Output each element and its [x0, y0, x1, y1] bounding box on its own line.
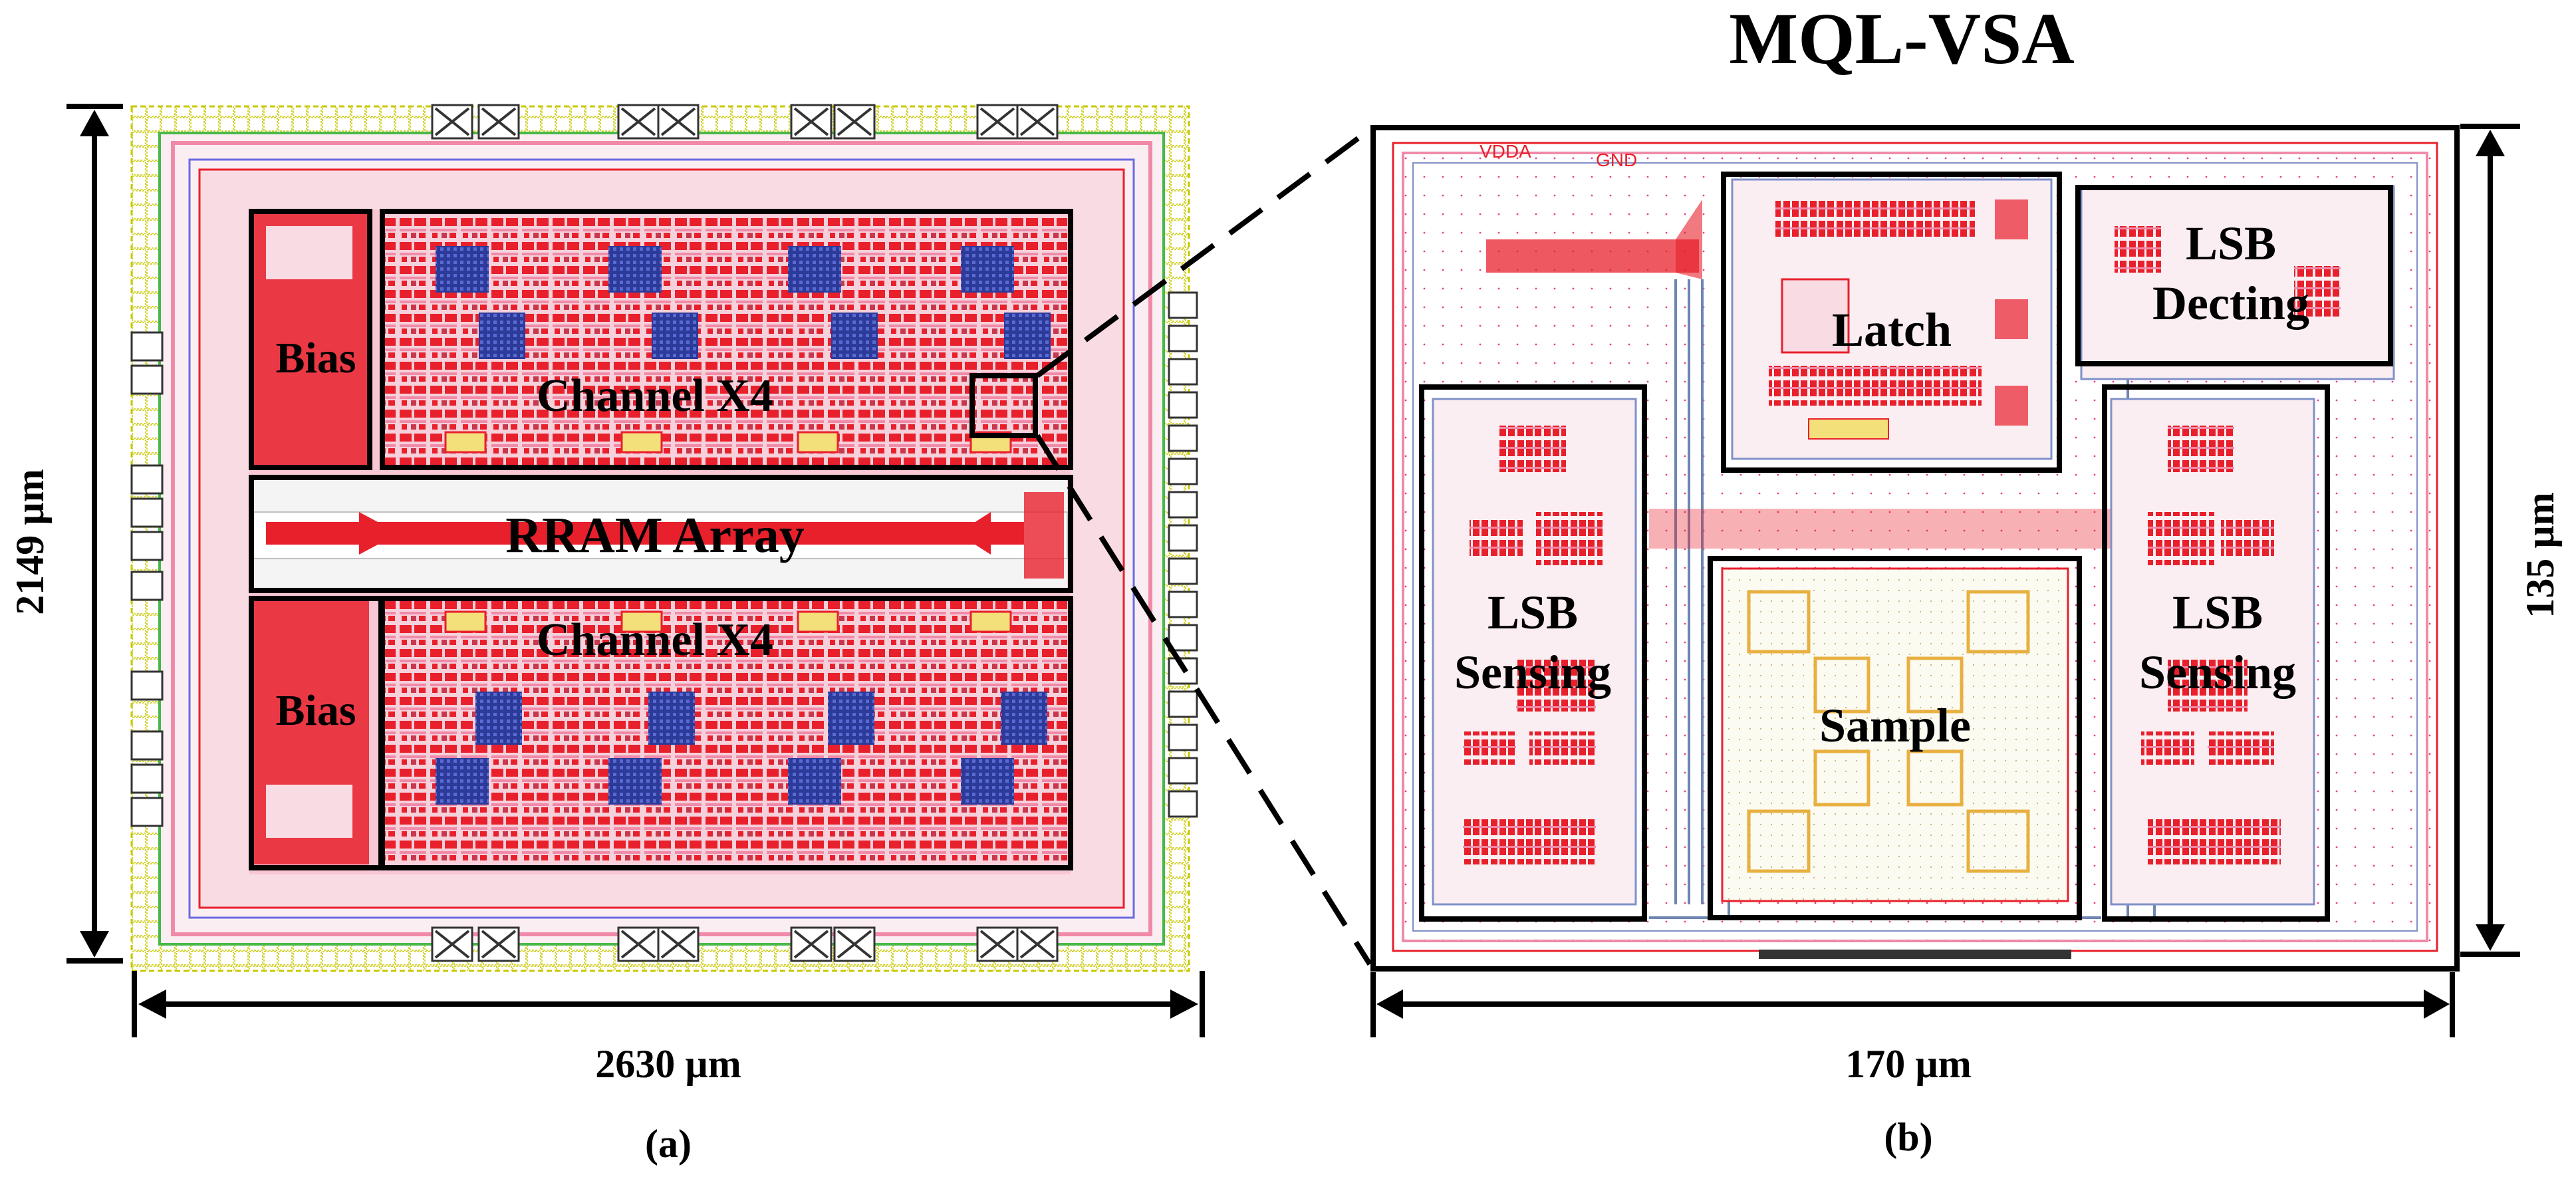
vsa-height-label: 135 µm: [2518, 492, 2562, 618]
lsb-decting-label-line1: LSB: [2186, 217, 2276, 270]
chip-width-label: 2630 µm: [595, 1042, 741, 1086]
lsb-sensing-right-label-line2: Sensing: [2139, 646, 2296, 699]
channel-bottom-blue-blocks: [436, 610, 1047, 805]
bottom-pad-row: [431, 926, 1059, 962]
top-pad-row: [431, 104, 1059, 140]
vsa-block-outlines: [1419, 172, 2393, 922]
panel-a-dimensions: [66, 104, 1205, 1037]
left-pad-column: [130, 331, 164, 827]
figure-title: MQL-VSA: [1729, 0, 2074, 79]
channel-top-blue-blocks: [436, 246, 1051, 454]
zoom-lines: [1035, 127, 1372, 966]
lsb-sensing-left-label-line2: Sensing: [1454, 646, 1611, 699]
panel-b-dimensions: [1370, 124, 2520, 1037]
lsb-sensing-right-label-line1: LSB: [2172, 586, 2263, 639]
gnd-rail-label: GND: [1596, 150, 1637, 170]
bias-bottom-label: Bias: [275, 686, 356, 735]
right-pad-column: [1168, 291, 1198, 818]
vsa-layout: VDDA GND: [1370, 125, 2460, 972]
lsb-decting-label-line2: Decting: [2152, 277, 2309, 330]
chip-height-label: 2149 µm: [8, 469, 52, 615]
channel-bottom-label: Channel X4: [537, 614, 773, 666]
channel-top-label: Channel X4: [537, 370, 773, 422]
lsb-sensing-left-label-line1: LSB: [1487, 586, 1578, 639]
vsa-width-label: 170 µm: [1845, 1042, 1972, 1086]
latch-label: Latch: [1832, 303, 1952, 356]
vdda-rail-label: VDDA: [1480, 141, 1531, 162]
chip-block-outlines: [249, 209, 1073, 870]
sample-label: Sample: [1819, 699, 1971, 752]
panel-a-caption: (a): [645, 1122, 692, 1166]
panel-b-caption: (b): [1884, 1115, 1932, 1159]
chip-layout: Bias Channel X4 RRAM Array Channel X4 Bi…: [130, 104, 1198, 972]
rram-array-label: RRAM Array: [505, 507, 805, 563]
bias-top-label: Bias: [275, 334, 356, 382]
